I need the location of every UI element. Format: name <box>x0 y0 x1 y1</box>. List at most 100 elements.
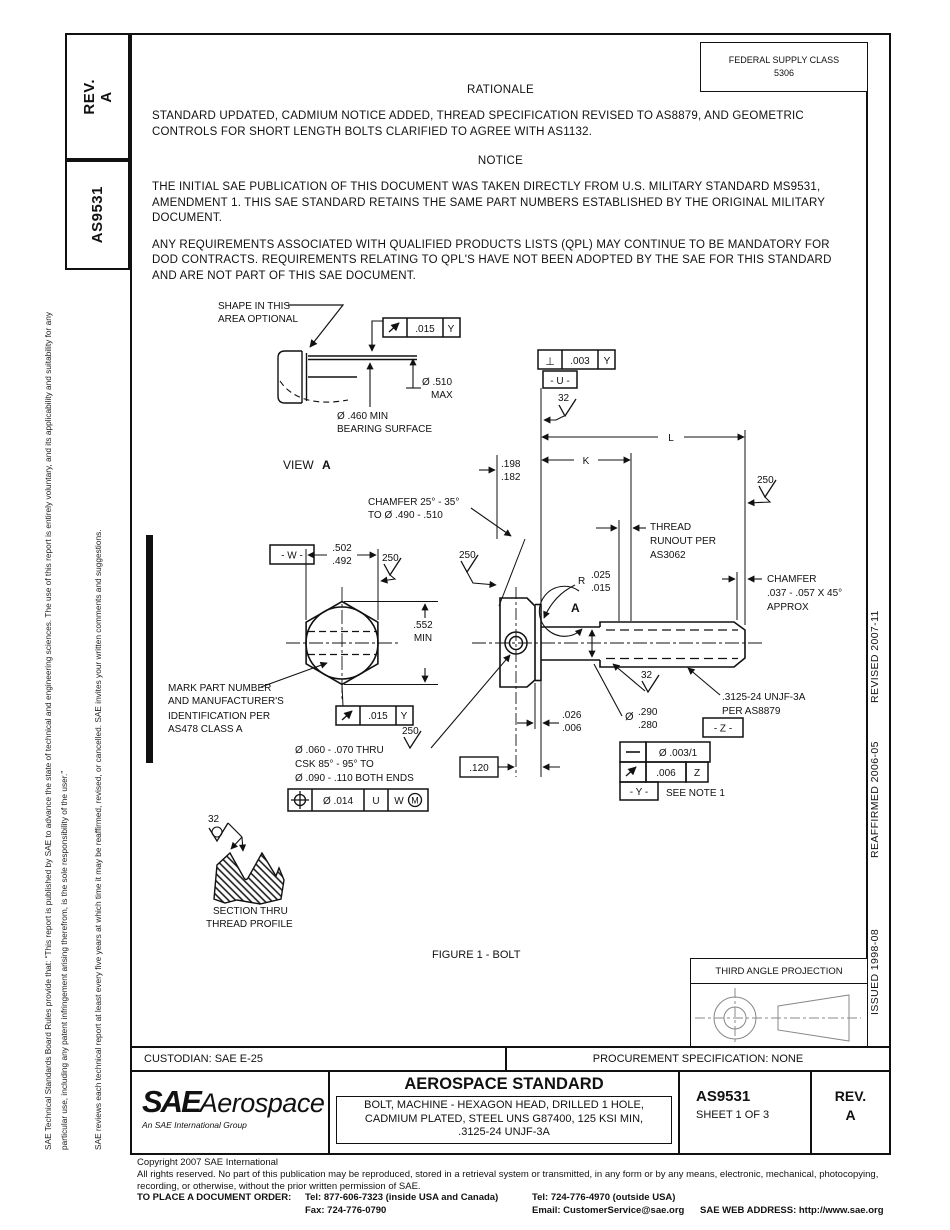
doc-type-heading: AEROSPACE STANDARD <box>404 1075 604 1093</box>
dia-510-text: Ø .510 <box>422 377 452 388</box>
fcf-view-tol: .015 <box>415 324 435 335</box>
finish-32-thread: 32 <box>612 663 660 694</box>
footer-email: Email: CustomerService@sae.org <box>532 1205 685 1216</box>
dim-L-group: L <box>541 428 745 444</box>
see-note-label: SEE NOTE 1 <box>666 788 725 799</box>
shape-note-line1: SHAPE IN THIS <box>218 301 290 312</box>
finish-250-text: 250 <box>757 475 774 486</box>
thread-spec-2: PER AS8879 <box>722 706 781 717</box>
section-line1: SECTION THRU <box>213 906 288 917</box>
fcf-perp-datum: Y <box>604 356 611 367</box>
sidebar-legal-paragraph: SAE Technical Standards Board Rules prov… <box>43 312 69 1150</box>
dia-510-max: MAX <box>431 390 453 401</box>
doc-number-cell: AS9531 SHEET 1 OF 3 <box>678 1070 812 1155</box>
runout-line2: RUNOUT PER <box>650 536 716 547</box>
centerlines <box>472 587 762 777</box>
fsc-value: 5306 <box>773 68 795 78</box>
dia-460-callout: Ø .460 MIN BEARING SURFACE <box>337 362 432 435</box>
bolt-side-view <box>499 597 746 688</box>
finish-250-text: 250 <box>459 550 476 561</box>
bearing-surface-text: BEARING SURFACE <box>337 424 432 435</box>
inner-right-border <box>866 92 868 1048</box>
footer-rights-2: recording, or otherwise, without the pri… <box>137 1181 421 1192</box>
position-icon <box>291 791 309 809</box>
figure-1-bolt-drawing: SHAPE IN THIS AREA OPTIONAL .015 Y Ø <box>146 301 842 961</box>
thread-profile-shape <box>213 851 285 905</box>
chamfer-end-1: CHAMFER <box>767 574 816 585</box>
dim-washer-face: .026 .006 <box>517 710 582 734</box>
marking-note: MARK PART NUMBER AND MANUFACTURER'S IDEN… <box>168 661 328 735</box>
chamfer-head-callout: CHAMFER 25° - 35° TO Ø .490 - .510 <box>368 497 512 537</box>
aerospace-logo-text: Aerospace <box>199 1088 325 1118</box>
fcf-perpendicularity: ⊥ .003 Y - U - <box>537 349 616 389</box>
doc-number: AS9531 <box>696 1088 751 1105</box>
footer-fax: Fax: 724-776-0790 <box>305 1205 387 1216</box>
fcf-view-datum: Y <box>448 324 455 335</box>
mark-line1: MARK PART NUMBER <box>168 683 271 694</box>
hole-line2: CSK 85° - 95° TO <box>295 759 374 770</box>
runout-icon <box>625 766 637 777</box>
dia-460-text: Ø .460 MIN <box>337 411 388 422</box>
dim-198: .198 <box>501 459 521 470</box>
radius-025: .025 <box>591 570 611 581</box>
detail-a-letter: A <box>571 601 580 615</box>
dim-L-label: L <box>668 433 674 444</box>
finish-250-text: 250 <box>382 553 399 564</box>
shape-note-line2: AREA OPTIONAL <box>218 314 298 325</box>
footer-tel-inside: Tel: 877-606-7323 (inside USA and Canada… <box>305 1192 499 1203</box>
dim-K-group: K <box>541 452 631 467</box>
hole-line1: Ø .060 - .070 THRU <box>295 745 384 756</box>
fcf-runout-tol: .006 <box>656 768 676 779</box>
rev-cell: REV. A <box>810 1070 891 1155</box>
rationale-title: RATIONALE <box>466 84 535 96</box>
fcf-head-datum: Y <box>401 711 408 722</box>
fcf-runout-datum: Z <box>694 768 700 779</box>
notice-para1: THE INITIAL SAE PUBLICATION OF THIS DOCU… <box>152 181 825 224</box>
doc-number-tab-label: AS9531 <box>89 186 106 244</box>
runout-icon <box>341 710 353 721</box>
mark-line4: AS478 CLASS A <box>168 724 243 735</box>
finish-32-text: 32 <box>558 393 570 404</box>
fcf-axis-stack: Ø .003/1 .006 Z - Y - SEE NOTE 1 <box>619 741 725 801</box>
header-text-block: RATIONALE STANDARD UPDATED, CADMIUM NOTI… <box>152 84 849 284</box>
fsc-label: FEDERAL SUPPLY CLASS <box>728 55 840 65</box>
dim-290: .290 <box>638 707 658 718</box>
issued-date-label: ISSUED 1998-08 <box>869 928 881 1015</box>
reaffirmed-date-label: REAFFIRMED 2006-05 <box>869 741 881 858</box>
finish-32-text: 32 <box>208 814 220 825</box>
thread-section: 32 SECTION THRU THREAD PROFILE <box>206 814 293 930</box>
datum-w-label: - W - <box>281 551 303 562</box>
view-a-label: VIEW <box>283 458 314 472</box>
dim-552: .552 <box>413 620 433 631</box>
finish-32-text: 32 <box>641 670 653 681</box>
rev-tab-label: REV. A <box>80 78 115 115</box>
dim-head-height: .198 .182 <box>479 459 521 483</box>
projection-box: THIRD ANGLE PROJECTION <box>690 958 868 1048</box>
footer-copyright: Copyright 2007 SAE International <box>137 1157 279 1168</box>
projection-title: THIRD ANGLE PROJECTION <box>691 959 867 984</box>
dim-280: .280 <box>638 720 658 731</box>
notice-para2: ANY REQUIREMENTS ASSOCIATED WITH QUALIFI… <box>152 238 832 282</box>
detail-a-indicator: A <box>538 585 583 637</box>
mark-line3: IDENTIFICATION PER <box>168 711 270 722</box>
rev-value: A <box>845 1107 856 1123</box>
shape-note-group <box>288 304 345 348</box>
footer-rights-1: All rights reserved. No part of this pub… <box>137 1169 879 1180</box>
thread-runout-callout: THREAD RUNOUT PER AS3062 <box>596 522 716 561</box>
revised-date-label: REVISED 2007-11 <box>869 610 881 703</box>
dim-120-group: .120 <box>459 756 560 778</box>
circled-m-icon <box>407 792 423 808</box>
hole-line3: Ø .090 - .110 BOTH ENDS <box>295 773 414 784</box>
title-line1: BOLT, MACHINE - HEXAGON HEAD, DRILLED 1 … <box>364 1099 644 1111</box>
mark-line2: AND MANUFACTURER'S <box>168 696 284 707</box>
radius-r: R <box>578 576 585 587</box>
datum-y-label: - Y - <box>630 787 649 798</box>
runout-line1: THREAD <box>650 522 691 533</box>
dim-120: .120 <box>469 763 489 774</box>
finish-32-bearing: 32 <box>543 393 577 424</box>
extension-lines <box>496 388 746 777</box>
notice-title: NOTICE <box>477 155 524 167</box>
fcf-view-runout: .015 Y <box>368 317 461 352</box>
fcf-straight-tol: Ø .003/1 <box>659 748 698 759</box>
